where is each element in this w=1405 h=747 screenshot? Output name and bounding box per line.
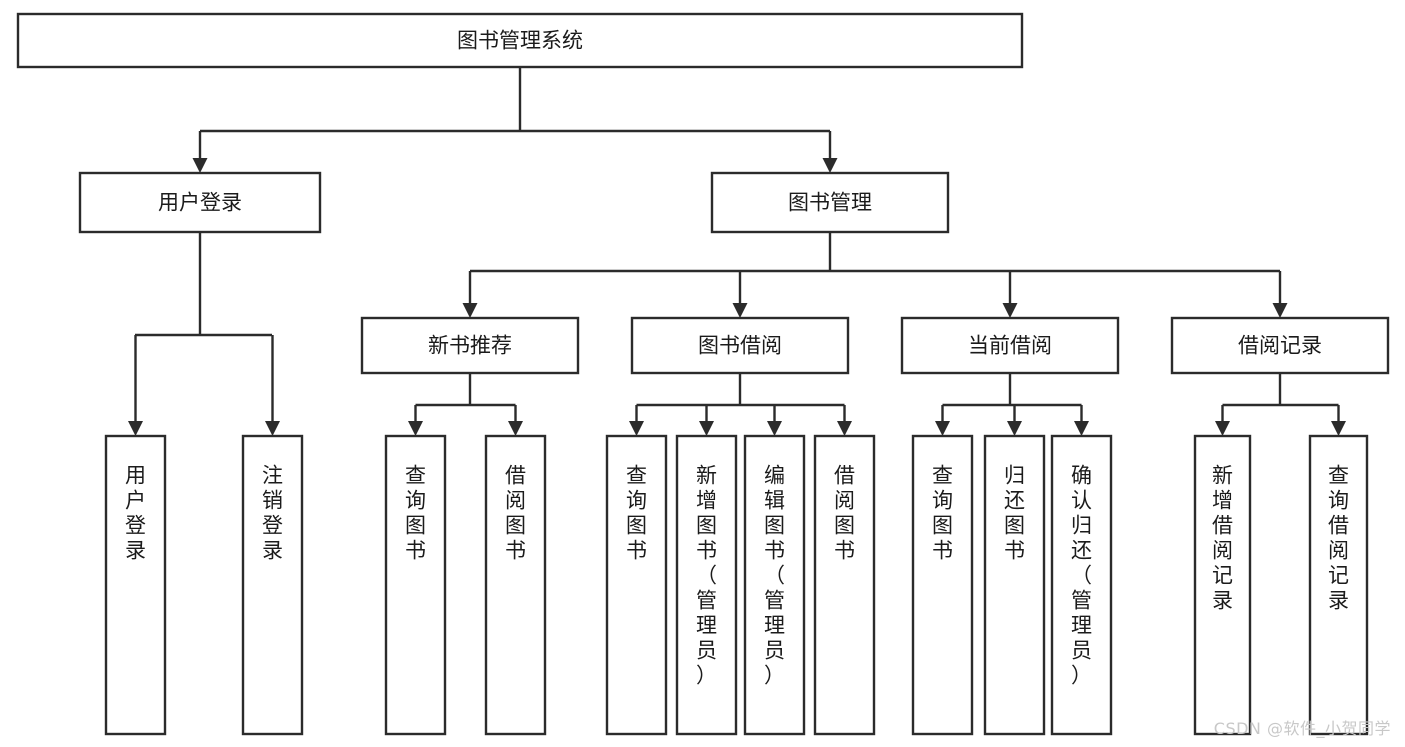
node-leaf-query-book-3-label: 查询图书: [932, 464, 953, 563]
node-leaf-query-book-2-label: 查询图书: [626, 464, 647, 563]
node-borrow-record[interactable]: 借阅记录: [1170, 316, 1390, 375]
node-leaf-add-record-box[interactable]: [1193, 434, 1252, 736]
node-leaf-return-book-label: 归还图书: [1004, 464, 1025, 563]
node-user-login-label: 用户登录: [158, 191, 242, 215]
node-leaf-confirm-return[interactable]: 确认归还（管理员）: [1050, 434, 1113, 736]
arrow-to-leaf-add-book-arrowhead: [699, 421, 714, 436]
arrow-to-leaf-edit-book-arrowhead: [767, 421, 782, 436]
arrow-to-leaf-borrow-book-2-arrowhead: [837, 421, 852, 436]
node-leaf-user-login-box[interactable]: [104, 434, 167, 736]
node-leaf-query-book-1[interactable]: 查询图书: [384, 434, 447, 736]
arrow-to-new-book-rec-arrowhead: [462, 303, 478, 318]
node-leaf-borrow-book-1-label: 借阅图书: [505, 464, 526, 563]
node-leaf-add-book-label: 新增图书（管理员）: [696, 464, 717, 688]
node-current-borrow-label: 当前借阅: [968, 334, 1052, 358]
node-leaf-add-book-box[interactable]: [675, 434, 738, 736]
node-new-book-rec-box[interactable]: [360, 316, 580, 375]
arrow-to-leaf-query-book-2-arrowhead: [629, 421, 644, 436]
arrow-to-leaf-query-record-arrowhead: [1331, 421, 1346, 436]
node-leaf-query-book-2[interactable]: 查询图书: [605, 434, 668, 736]
node-leaf-borrow-book-2-box[interactable]: [813, 434, 876, 736]
arrow-to-leaf-borrow-book-1-arrowhead: [508, 421, 523, 436]
node-book-manage[interactable]: 图书管理: [710, 171, 950, 234]
node-leaf-add-record-label: 新增借阅记录: [1212, 464, 1233, 613]
node-leaf-user-login-label: 用户登录: [125, 464, 146, 563]
arrow-to-book-manage-arrowhead: [822, 158, 838, 173]
node-leaf-borrow-book-1-box[interactable]: [484, 434, 547, 736]
arrow-to-leaf-user-login-arrowhead: [128, 421, 143, 436]
arrow-to-leaf-add-record-arrowhead: [1215, 421, 1230, 436]
node-user-login-box[interactable]: [78, 171, 322, 234]
node-new-book-rec-label: 新书推荐: [428, 334, 512, 358]
arrow-to-user-login-arrowhead: [192, 158, 208, 173]
node-book-manage-label: 图书管理: [788, 191, 872, 215]
node-leaf-add-book[interactable]: 新增图书（管理员）: [675, 434, 738, 736]
node-current-borrow[interactable]: 当前借阅: [900, 316, 1120, 375]
node-leaf-edit-book[interactable]: 编辑图书（管理员）: [743, 434, 806, 736]
node-leaf-query-book-2-box[interactable]: [605, 434, 668, 736]
node-leaf-query-record-box[interactable]: [1308, 434, 1369, 736]
node-leaf-query-book-1-label: 查询图书: [405, 464, 426, 563]
node-book-borrow[interactable]: 图书借阅: [630, 316, 850, 375]
node-borrow-record-label: 借阅记录: [1238, 334, 1322, 358]
node-book-manage-box[interactable]: [710, 171, 950, 234]
node-current-borrow-box[interactable]: [900, 316, 1120, 375]
node-leaf-return-book[interactable]: 归还图书: [983, 434, 1046, 736]
arrow-to-leaf-return-book-arrowhead: [1007, 421, 1022, 436]
node-leaf-add-record[interactable]: 新增借阅记录: [1193, 434, 1252, 736]
arrow-to-leaf-query-book-3-arrowhead: [935, 421, 950, 436]
node-borrow-record-box[interactable]: [1170, 316, 1390, 375]
arrow-to-current-borrow-arrowhead: [1002, 303, 1018, 318]
node-leaf-borrow-book-2-label: 借阅图书: [834, 464, 855, 563]
arrow-to-book-borrow-arrowhead: [732, 303, 748, 318]
arrow-to-leaf-confirm-return-arrowhead: [1074, 421, 1089, 436]
node-leaf-edit-book-box[interactable]: [743, 434, 806, 736]
node-new-book-rec[interactable]: 新书推荐: [360, 316, 580, 375]
node-leaf-edit-book-label: 编辑图书（管理员）: [764, 464, 785, 688]
node-leaf-confirm-return-label: 确认归还（管理员）: [1071, 464, 1092, 688]
node-leaf-user-logout-label: 注销登录: [262, 464, 283, 563]
arrow-to-borrow-record-arrowhead: [1272, 303, 1288, 318]
node-leaf-borrow-book-2[interactable]: 借阅图书: [813, 434, 876, 736]
node-leaf-query-book-3[interactable]: 查询图书: [911, 434, 974, 736]
node-leaf-query-record[interactable]: 查询借阅记录: [1308, 434, 1369, 736]
node-leaf-user-logout-box[interactable]: [241, 434, 304, 736]
node-leaf-query-book-1-box[interactable]: [384, 434, 447, 736]
arrow-to-leaf-user-logout-arrowhead: [265, 421, 280, 436]
node-leaf-confirm-return-box[interactable]: [1050, 434, 1113, 736]
node-leaf-query-book-3-box[interactable]: [911, 434, 974, 736]
node-leaf-borrow-book-1[interactable]: 借阅图书: [484, 434, 547, 736]
arrow-to-leaf-query-book-1-arrowhead: [408, 421, 423, 436]
node-leaf-user-logout[interactable]: 注销登录: [241, 434, 304, 736]
node-root[interactable]: 图书管理系统: [16, 12, 1024, 69]
node-root-label: 图书管理系统: [457, 29, 583, 53]
node-leaf-return-book-box[interactable]: [983, 434, 1046, 736]
node-book-borrow-label: 图书借阅: [698, 334, 782, 358]
node-leaf-user-login[interactable]: 用户登录: [104, 434, 167, 736]
node-book-borrow-box[interactable]: [630, 316, 850, 375]
node-root-box[interactable]: [16, 12, 1024, 69]
node-leaf-query-record-label: 查询借阅记录: [1328, 464, 1349, 613]
node-user-login[interactable]: 用户登录: [78, 171, 322, 234]
